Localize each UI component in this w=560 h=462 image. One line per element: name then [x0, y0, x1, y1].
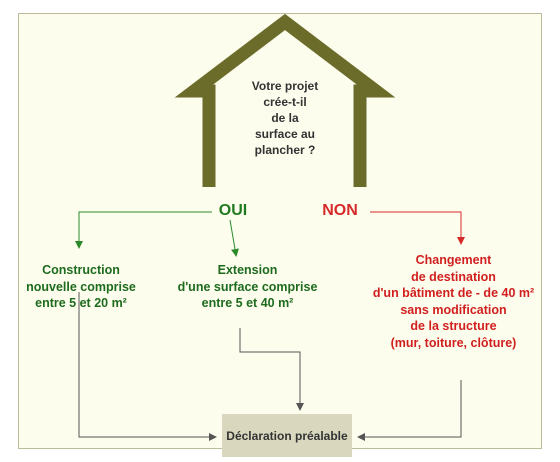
connector-option2 — [239, 328, 304, 411]
oui-connector-left — [75, 211, 212, 249]
result-label: Déclaration préalable — [226, 428, 348, 443]
oui-connector-mid — [229, 219, 239, 257]
result-box: Déclaration préalable — [222, 414, 352, 457]
option-construction: Construction nouvelle comprise entre 5 e… — [26, 263, 136, 310]
option-extension: Extension d'une surface comprise entre 5… — [177, 263, 318, 310]
diagram-frame — [18, 13, 542, 449]
connector-option1 — [78, 292, 217, 441]
option-changement: Changement de destination d'un bâtiment … — [372, 253, 535, 350]
house-icon — [174, 13, 396, 187]
oui-label: OUI — [218, 202, 248, 219]
question-text: Votre projet crée-t-il de la surface au … — [251, 79, 319, 157]
non-connector — [370, 211, 465, 245]
connector-option3 — [357, 380, 462, 441]
non-label: NON — [322, 202, 358, 219]
